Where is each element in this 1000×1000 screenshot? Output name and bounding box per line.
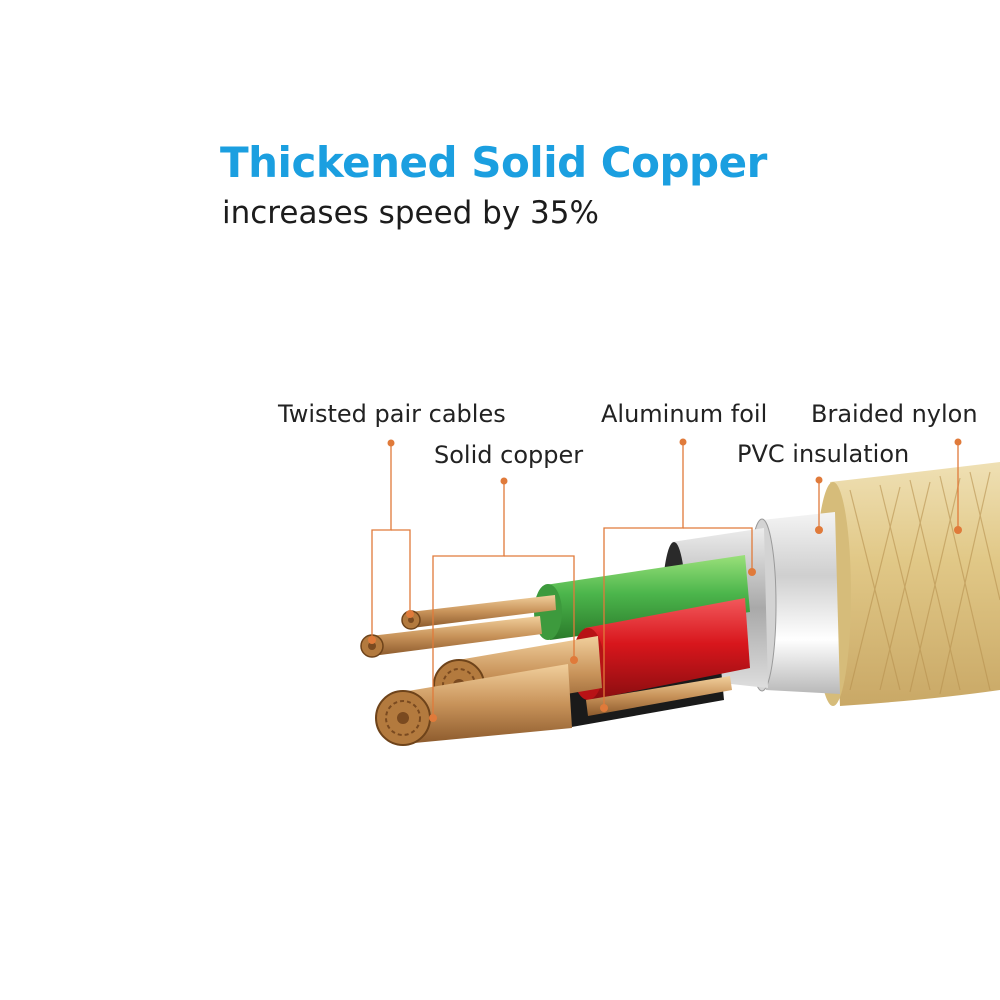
braided-nylon-jacket [815, 462, 1000, 706]
label-twisted-pair-cables: Twisted pair cables [278, 400, 506, 428]
leader-lines [371, 442, 959, 718]
headline-title: Thickened Solid Copper [220, 138, 767, 187]
label-pvc-insulation: PVC insulation [737, 440, 910, 468]
twisted-pair-strands [360, 595, 556, 658]
label-solid-copper: Solid copper [434, 441, 584, 469]
solid-copper-strands [375, 636, 732, 746]
label-braided-nylon: Braided nylon [811, 400, 978, 428]
headline-subtitle: increases speed by 35% [222, 195, 599, 231]
leader-dots [368, 438, 962, 722]
label-aluminum-foil: Aluminum foil [601, 400, 768, 428]
